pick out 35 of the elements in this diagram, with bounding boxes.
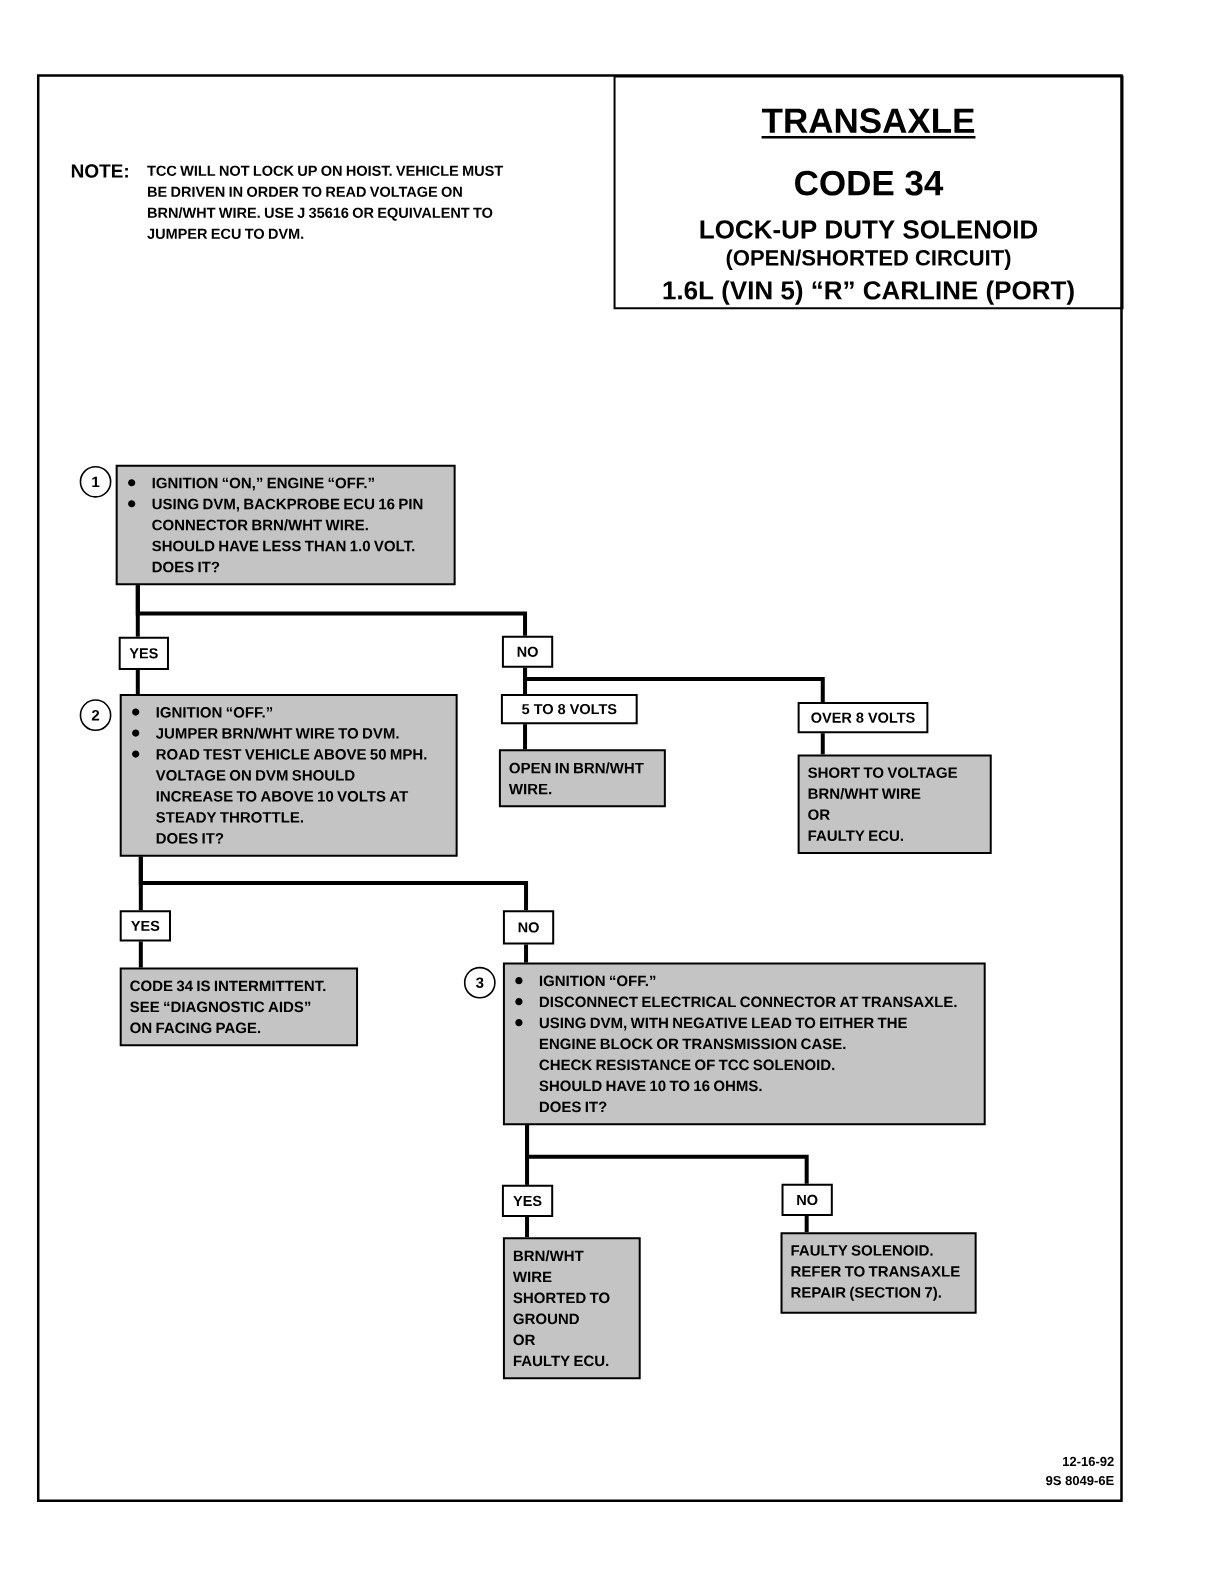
connector-line: [525, 1125, 809, 1184]
result-box: CODE 34 IS INTERMITTENT. SEE “DIAGNOSTIC AIDS” ON FACING PAGE.: [119, 967, 359, 1047]
branch-label: YES: [119, 910, 171, 942]
branch-label: NO: [502, 910, 555, 945]
result-box: BRN/WHT WIRE SHORTED TO GROUND OR FAULTY ECU.: [502, 1237, 641, 1380]
result-box: OPEN IN BRN/WHT WIRE.: [498, 749, 666, 808]
note-text: TCC WILL NOT LOCK UP ON HOIST. VEHICLE MUST BE DRIVEN IN ORDER TO READ VOLTAGE ON BRN/WHT WIRE. USE J 35616 OR EQUIVALENT TO JUMPER ECU TO DVM.: [147, 165, 503, 239]
branch-label: YES: [118, 636, 169, 670]
connector-line: [820, 733, 825, 755]
connector-line: [138, 856, 529, 911]
result-box: FAULTY SOLENOID. REFER TO TRANSAXLE REPAIR (SECTION 7).: [780, 1232, 977, 1314]
connector-line: [138, 941, 143, 968]
connector-line: [135, 585, 528, 636]
branch-label: YES: [501, 1184, 554, 1218]
step-box: IGNITION “OFF.” JUMPER BRN/WHT WIRE TO DVM. ROAD TEST VEHICLE ABOVE 50 MPH. VOLTAGE ON DVM SHOULD INCREASE TO ABOVE 10 VOLTS AT STEADY THROTTLE. DOES IT?: [119, 694, 458, 857]
connector-line: [804, 1216, 809, 1233]
connector-line: [524, 944, 529, 963]
step-number: 3: [463, 966, 496, 999]
branch-label: 5 TO 8 VOLTS: [500, 694, 638, 725]
connector-line: [525, 1217, 530, 1238]
step-box: IGNITION “ON,” ENGINE “OFF.” USING DVM, BACKPROBE ECU 16 PIN CONNECTOR BRN/WHT WIRE. SHOULD HAVE LESS THAN 1.0 VOLT. DOES IT?: [115, 464, 456, 586]
result-box: SHORT TO VOLTAGE BRN/WHT WIRE OR FAULTY ECU.: [797, 754, 992, 854]
connector-line: [523, 724, 528, 750]
branch-label: NO: [781, 1183, 833, 1217]
step-number: 2: [79, 699, 112, 732]
branch-label: NO: [501, 635, 554, 668]
connector-line: [523, 667, 825, 703]
branch-label: OVER 8 VOLTS: [797, 702, 929, 734]
step-number: 1: [79, 465, 112, 498]
date-text: 12-16-92: [1063, 1456, 1114, 1467]
step-box: IGNITION “OFF.” DISCONNECT ELECTRICAL CONNECTOR AT TRANSAXLE. USING DVM, WITH NEGATIVE LEAD TO EITHER THE ENGINE BLOCK OR TRANSMISSION CASE. CHECK RESISTANCE OF TCC SOLENOID. SHOULD HAVE 10 TO 16 OHMS. DOES IT?: [502, 962, 986, 1126]
connector-line: [135, 669, 140, 695]
title-box: TRANSAXLE CODE 34 LOCK-UP DUTY SOLENOID (OPEN/SHORTED CIRCUIT) 1.6L (VIN 5) “R” CARLINE (PORT): [613, 75, 1124, 310]
document-number: 9S 8049-6E: [1046, 1476, 1114, 1486]
note-heading: NOTE:: [71, 164, 128, 178]
